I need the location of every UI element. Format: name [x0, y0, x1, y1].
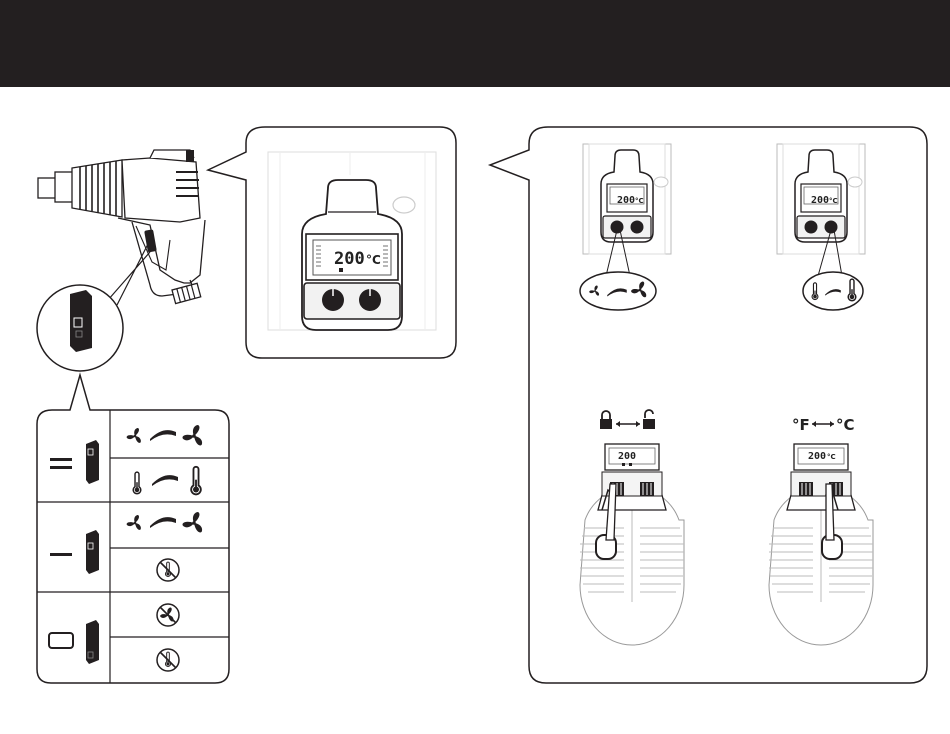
- mini-lcd-reading: 200: [618, 451, 636, 462]
- unit-f-label: °F: [792, 416, 810, 434]
- no-heat-icon: [157, 559, 179, 581]
- mini-lcd-reading: 200: [811, 195, 829, 206]
- mini-lcd-unit: °C: [829, 197, 838, 205]
- switch-position-table: [37, 372, 229, 683]
- heat-gun-illustration: [38, 150, 205, 304]
- no-fan-icon: [157, 604, 179, 626]
- mini-lcd-unit: °C: [635, 197, 644, 205]
- operation-details-callout: 200 °C 200 °C: [490, 127, 927, 683]
- unit-c-label: °C: [836, 416, 855, 434]
- mini-lcd-reading: 200: [808, 451, 826, 462]
- control-panel-callout: 200 °C: [208, 127, 456, 358]
- no-heat-icon: [157, 649, 179, 671]
- main-lcd-reading: 200: [334, 249, 365, 269]
- switch-callout: [37, 240, 150, 371]
- mini-lcd-reading: 200: [617, 195, 635, 206]
- mini-lcd-unit: °C: [827, 453, 836, 461]
- main-lcd-unit: °C: [366, 253, 381, 267]
